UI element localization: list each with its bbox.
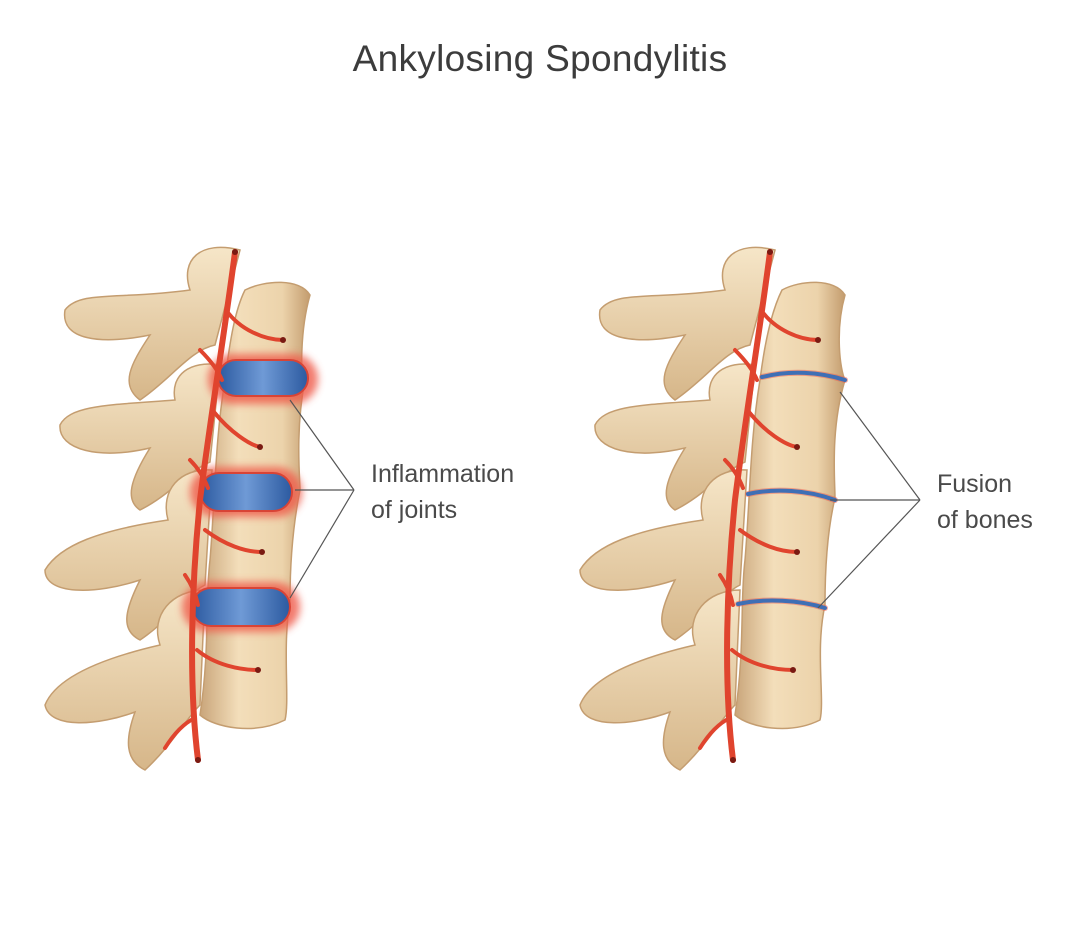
label-line: of bones xyxy=(937,506,1033,534)
fused-joint xyxy=(759,369,848,383)
inflamed-disc xyxy=(208,354,318,404)
label-line: Inflammation xyxy=(371,460,515,488)
spine-left xyxy=(44,246,355,771)
artery-left xyxy=(163,249,285,763)
spine-right xyxy=(579,246,921,771)
inflamed-disc xyxy=(190,467,302,517)
artery-endpoints-left xyxy=(195,249,286,763)
fused-joint xyxy=(735,597,828,611)
leader-lines-left xyxy=(289,399,355,599)
fused-joint xyxy=(745,487,838,503)
label-line: of joints xyxy=(371,496,458,524)
artery-right xyxy=(698,249,820,763)
label-line: Fusion xyxy=(937,470,1013,498)
spinous-processes-right xyxy=(579,246,776,771)
label-fusion-of-bones: Fusion of bones xyxy=(937,466,1033,538)
vertebral-column-right xyxy=(734,281,846,730)
diagram-title: Ankylosing Spondylitis xyxy=(352,38,728,79)
leader-lines-right xyxy=(817,391,921,609)
spinous-processes-left xyxy=(44,246,241,771)
label-inflammation-of-joints: Inflammation of joints xyxy=(371,456,514,528)
artery-endpoints-right xyxy=(730,249,821,763)
inflamed-disc xyxy=(182,582,300,632)
